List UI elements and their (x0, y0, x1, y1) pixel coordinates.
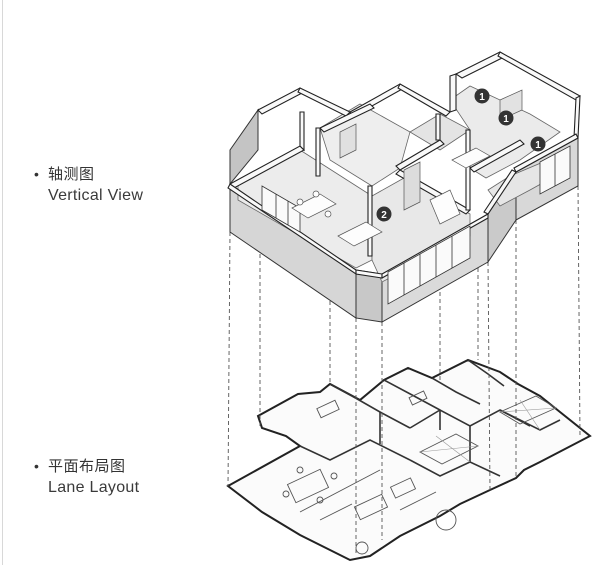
bullet-icon: • (34, 458, 40, 474)
marker-1b: 1 (498, 110, 514, 126)
marker-2: 2 (376, 206, 392, 222)
marker-1c: 1 (530, 136, 546, 152)
plan-area-lines (419, 399, 557, 463)
floor-plan (226, 358, 592, 562)
bullet-icon: • (34, 166, 40, 182)
legend-vertical-cn: •轴测图 (34, 166, 95, 183)
legend-vertical-en: Vertical View (48, 187, 144, 204)
svg-text:2: 2 (381, 210, 387, 221)
svg-text:1: 1 (479, 92, 485, 103)
legend-vertical-view: •轴测图 Vertical View (34, 164, 143, 207)
legend-plan-en: Lane Layout (48, 479, 140, 496)
wall-tops (227, 51, 581, 279)
markers: 1 1 1 2 (376, 88, 546, 222)
marker-1a: 1 (474, 88, 490, 104)
axonometric-model: 1 1 1 2 (227, 51, 581, 323)
svg-text:1: 1 (503, 114, 509, 125)
legend-plan-cn: •平面布局图 (34, 458, 126, 475)
plan-walls (299, 359, 561, 477)
left-border-line (2, 0, 3, 565)
svg-text:1: 1 (535, 140, 541, 151)
legend-plan-layout: •平面布局图 Lane Layout (34, 456, 139, 499)
windows (261, 145, 571, 305)
